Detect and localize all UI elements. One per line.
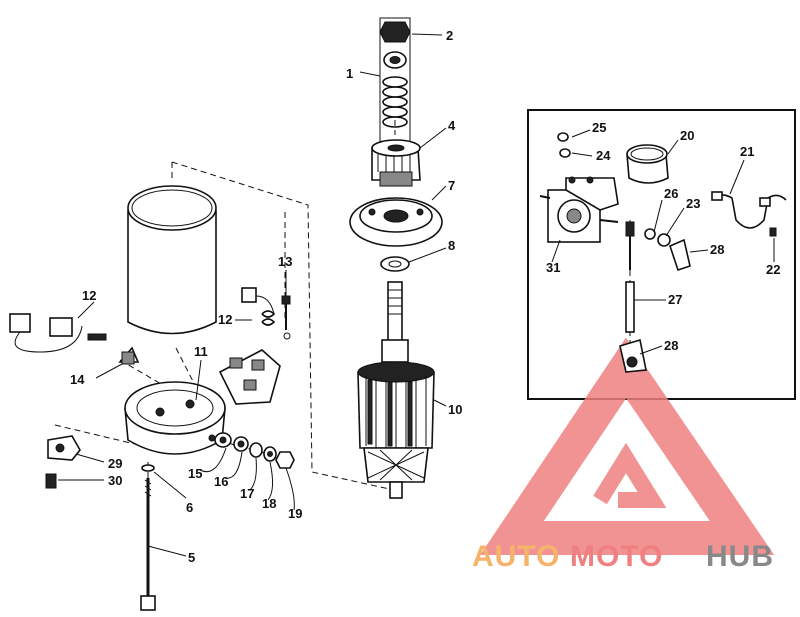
terminal-boot-lower <box>619 338 647 373</box>
nuts-23-26 <box>644 228 671 247</box>
watermark-auto: AUTO <box>472 540 560 573</box>
pinion-stop-assembly <box>379 17 411 144</box>
callout-14: 14 <box>70 372 85 387</box>
thrust-washer <box>380 256 410 272</box>
callout-10: 10 <box>448 402 462 417</box>
mounting-clamp <box>711 191 787 237</box>
brush-set-right <box>241 287 291 340</box>
callout-7: 7 <box>448 178 455 193</box>
callout-21: 21 <box>740 144 754 159</box>
terminal-insulator <box>118 346 140 365</box>
callout-22: 22 <box>766 262 780 277</box>
callout-23: 23 <box>686 196 700 211</box>
commutator-end-cap <box>124 381 226 455</box>
callout-4: 4 <box>448 118 456 133</box>
armature <box>357 281 435 499</box>
small-hardware-24-25 <box>557 132 571 158</box>
callout-11: 11 <box>194 344 208 359</box>
callout-8: 8 <box>448 238 455 253</box>
callout-labels: 1 2 4 7 8 10 11 12 13 12 14 29 30 6 5 15… <box>70 28 780 565</box>
callout-30: 30 <box>108 473 122 488</box>
terminal-boot-upper <box>669 238 691 272</box>
solenoid <box>539 176 619 243</box>
callout-26: 26 <box>664 186 678 201</box>
callout-15: 15 <box>188 466 202 481</box>
watermark-hub: HUB <box>706 540 774 573</box>
callout-12-right: 12 <box>218 312 232 327</box>
mounting-bracket <box>45 435 81 489</box>
drive-end-cap <box>349 197 443 247</box>
callout-16: 16 <box>214 474 228 489</box>
callout-1: 1 <box>346 66 353 81</box>
boot-cover <box>626 144 669 184</box>
callout-28-upper: 28 <box>710 242 724 257</box>
callout-18: 18 <box>262 496 276 511</box>
callout-29: 29 <box>108 456 122 471</box>
callout-19: 19 <box>288 506 302 521</box>
drive-pinion <box>371 139 421 187</box>
through-bolt <box>140 464 156 611</box>
callout-27: 27 <box>668 292 682 307</box>
watermark-moto: MOTO <box>570 540 663 573</box>
callout-25: 25 <box>592 120 606 135</box>
callout-31: 31 <box>546 260 560 275</box>
callout-28-lower: 28 <box>664 338 678 353</box>
callout-24: 24 <box>596 148 611 163</box>
brush-set-left <box>9 313 107 353</box>
positive-cable <box>625 221 635 333</box>
callout-6: 6 <box>186 500 193 515</box>
callout-13: 13 <box>278 254 292 269</box>
terminal-hardware <box>214 432 295 469</box>
watermark-logo <box>480 337 775 555</box>
callout-20: 20 <box>680 128 694 143</box>
field-frame <box>127 185 217 335</box>
callout-5: 5 <box>188 550 195 565</box>
callout-17: 17 <box>240 486 254 501</box>
brush-holder-plate <box>218 349 281 405</box>
leader-lines <box>58 33 775 557</box>
watermark-text: AUTO MOTO HUB <box>472 540 774 573</box>
callout-12-left: 12 <box>82 288 96 303</box>
callout-2: 2 <box>446 28 453 43</box>
